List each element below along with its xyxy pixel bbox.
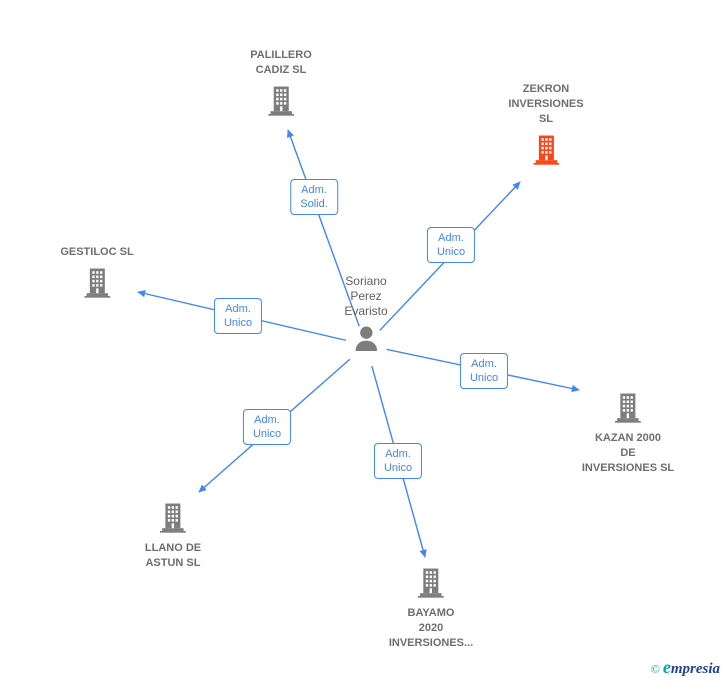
- edge-label-adm-unico-bayamo: Adm. Unico: [373, 443, 423, 479]
- person-icon: [350, 324, 382, 356]
- company-node-zekron-inversiones[interactable]: ZEKRON INVERSIONES SL: [508, 82, 584, 165]
- company-name: ZEKRON INVERSIONES SL: [508, 83, 584, 125]
- company-node-llano-de-astun[interactable]: LLANO DE ASTUN SL: [145, 503, 201, 571]
- building-icon: [416, 568, 446, 598]
- person-node-soriano-perez[interactable]: Soriano Perez Evaristo: [344, 274, 388, 356]
- company-name: GESTILOC SL: [60, 246, 134, 258]
- company-name: PALILLERO CADIZ SL: [250, 49, 312, 76]
- company-node-gestiloc[interactable]: GESTILOC SL: [60, 245, 134, 298]
- edge-label-adm-unico-gestiloc: Adm. Unico: [213, 298, 263, 334]
- edge-label-adm-unico-zekron: Adm. Unico: [426, 227, 476, 263]
- edge-to-zekron: [365, 181, 521, 346]
- company-node-palillero-cadiz[interactable]: PALILLERO CADIZ SL: [250, 48, 312, 116]
- company-name: LLANO DE ASTUN SL: [144, 542, 202, 569]
- company-node-kazan-2000[interactable]: KAZAN 2000 DE INVERSIONES SL: [582, 393, 674, 476]
- logo-brand-initial: e: [662, 657, 671, 677]
- company-node-bayamo-2020[interactable]: BAYAMO 2020 INVERSIONES...: [389, 568, 473, 651]
- edge-label-adm-unico-kazan: Adm. Unico: [459, 353, 509, 389]
- edge-to-palillero: [286, 129, 367, 346]
- building-icon: [613, 393, 643, 423]
- edge-label-adm-solid: Adm. Solid.: [290, 179, 338, 215]
- person-name: Soriano Perez Evaristo: [344, 274, 388, 318]
- edge-label-adm-unico-llano: Adm. Unico: [242, 409, 292, 445]
- company-name: BAYAMO 2020 INVERSIONES...: [388, 607, 474, 649]
- building-icon: [266, 86, 296, 116]
- building-icon: [158, 503, 188, 533]
- building-icon-highlighted: [531, 135, 561, 165]
- empresia-logo[interactable]: ©empresia: [651, 657, 720, 678]
- copyright-icon: ©: [650, 662, 660, 676]
- company-name: KAZAN 2000 DE INVERSIONES SL: [581, 432, 675, 474]
- logo-brand-text: mpresia: [670, 661, 720, 677]
- building-icon: [82, 268, 112, 298]
